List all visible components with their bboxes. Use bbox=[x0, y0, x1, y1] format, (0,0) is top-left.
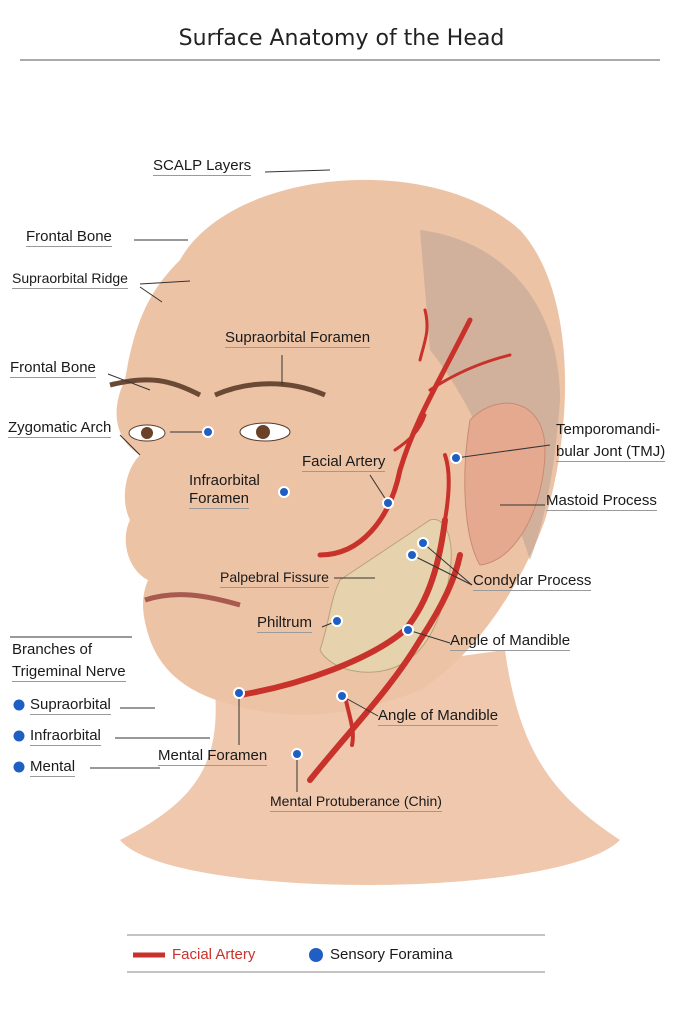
label-angle-of-mandible-2: Angle of Mandible bbox=[378, 707, 499, 726]
label-tmj-line1: Temporomandi- bbox=[556, 421, 661, 438]
label-frontal-bone: Frontal Bone bbox=[26, 228, 112, 247]
label-mental-protuberance: Mental Protuberance (Chin) bbox=[270, 793, 442, 812]
legend-facial-artery: Facial Artery bbox=[172, 946, 256, 963]
label-philtrum: Philtrum bbox=[257, 614, 313, 633]
label-infraorbital-line2: Foramen bbox=[189, 490, 250, 509]
trigeminal-bullets bbox=[13, 699, 25, 773]
legend-foramina-swatch bbox=[309, 948, 323, 962]
trigeminal-item-infraorbital: Infraorbital bbox=[30, 727, 101, 746]
trigeminal-heading-line1: Branches of bbox=[12, 641, 93, 658]
neck bbox=[120, 650, 620, 885]
ear bbox=[464, 402, 546, 566]
facial-artery-drawing bbox=[237, 308, 512, 783]
label-mental-foramen: Mental Foramen bbox=[158, 747, 268, 766]
page-title: Surface Anatomy of the Head bbox=[178, 26, 505, 51]
foramina-dots bbox=[202, 426, 462, 760]
label-scalp-layers: SCALP Layers bbox=[153, 157, 252, 176]
label-infraorbital-line1: Infraorbital bbox=[189, 472, 260, 489]
label-zygomatic-arch: Zygomatic Arch bbox=[8, 419, 112, 438]
label-supraorbital-foramen: Supraorbital Foramen bbox=[225, 329, 371, 348]
trigeminal-heading-line2: Trigeminal Nerve bbox=[12, 663, 126, 682]
label-facial-artery: Facial Artery bbox=[302, 453, 386, 472]
legend-sensory-foramina: Sensory Foramina bbox=[330, 946, 453, 963]
label-supraorbital-ridge: Supraorbital Ridge bbox=[12, 270, 128, 289]
label-frontal-bone-2: Frontal Bone bbox=[10, 359, 96, 378]
label-tmj-line2: bular Jont (TMJ) bbox=[556, 443, 666, 462]
label-mastoid-process: Mastoid Process bbox=[546, 492, 657, 511]
mouth bbox=[144, 592, 241, 608]
mandible-bone bbox=[319, 518, 452, 673]
label-condylar-process: Condylar Process bbox=[473, 572, 592, 591]
label-palpebral-fissure: Palpebral Fissure bbox=[220, 569, 329, 588]
trigeminal-item-mental: Mental bbox=[30, 758, 76, 777]
eyebrows bbox=[109, 377, 326, 398]
trigeminal-item-supraorbital: Supraorbital bbox=[30, 696, 111, 715]
leader-lines bbox=[10, 169, 551, 792]
label-angle-of-mandible: Angle of Mandible bbox=[450, 632, 571, 651]
